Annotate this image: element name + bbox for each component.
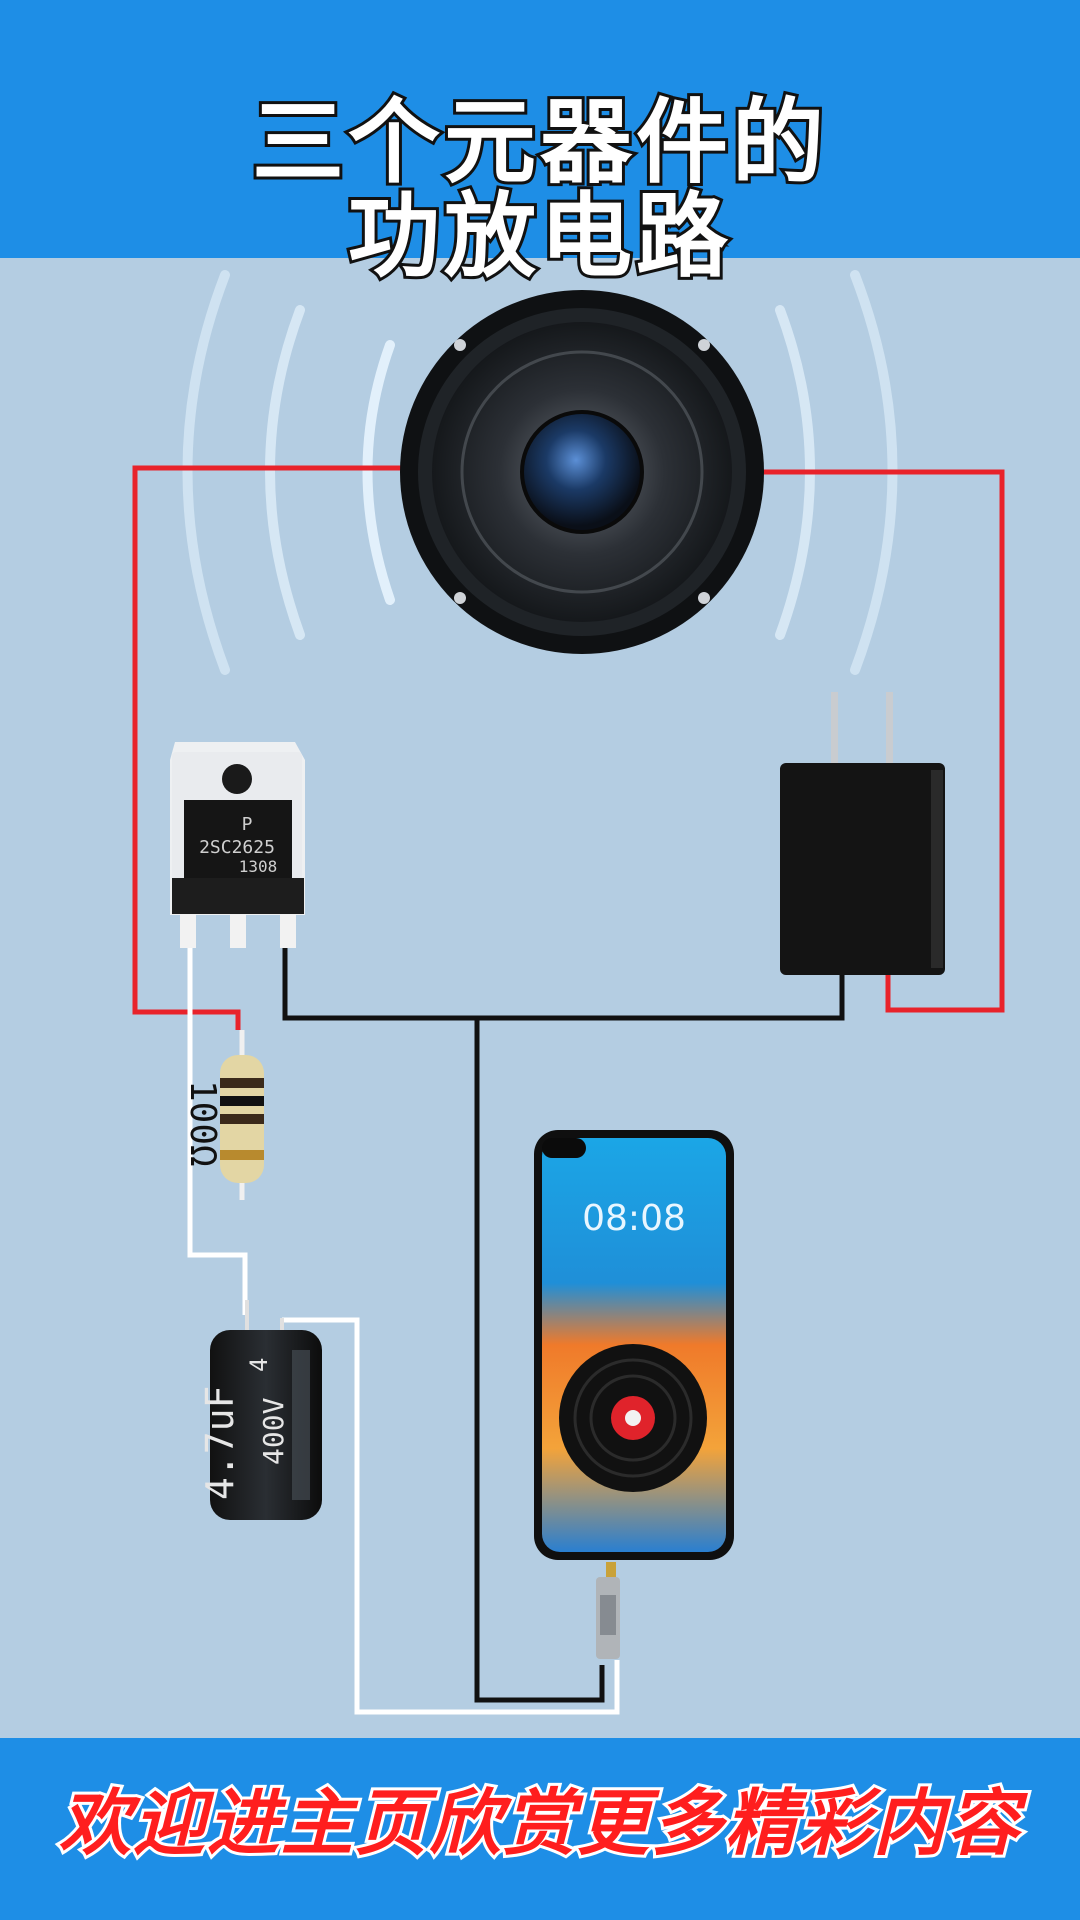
capacitor-side-mark: 4 [245,1358,273,1372]
footer-text: 欢迎进主页欣赏更多精彩内容 [56,1778,1022,1868]
transistor-brand: P [242,814,253,835]
transistor-code: 1308 [239,857,278,876]
power-adapter-icon [780,692,945,975]
capacitor-capacitance: 4.7uF [198,1386,242,1500]
white-wires [187,940,620,1715]
vinyl-record-icon [559,1344,707,1492]
resistor-icon [220,1030,264,1200]
phone-clock: 08:08 [582,1198,686,1239]
capacitor-voltage: 400V [257,1397,290,1465]
title-banner [0,0,1080,258]
red-wires [132,465,1005,1030]
smartphone-icon: 08:08 [534,1130,734,1560]
transistor-icon [170,742,305,948]
transistor-model: 2SC2625 [199,837,275,858]
resistor-value: 100Ω [182,1080,223,1167]
capacitor-icon [210,1300,322,1520]
audio-jack-icon [596,1562,620,1659]
black-wires [282,940,845,1703]
footer-banner [0,1738,1080,1920]
page-title-line-2: 功放电路 [345,180,732,293]
speaker-icon [400,290,764,654]
page-title-line-1: 三个元器件的 [249,86,828,199]
